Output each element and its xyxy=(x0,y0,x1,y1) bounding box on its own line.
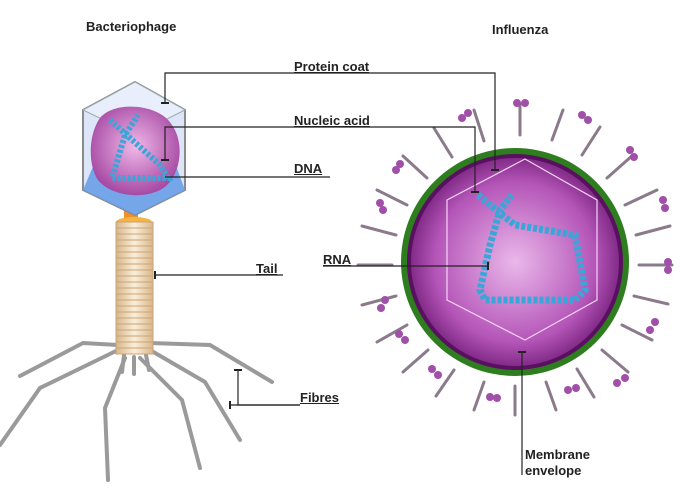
leader-ticks xyxy=(154,102,526,409)
label-dna: DNA xyxy=(294,161,323,176)
influenza-body xyxy=(401,148,629,376)
label-rna: RNA xyxy=(323,252,352,267)
phage-fibres xyxy=(0,340,274,482)
label-membrane-envelope: Membrane envelope xyxy=(525,447,590,479)
influenza-title: Influenza xyxy=(492,22,549,37)
label-tail: Tail xyxy=(256,261,278,276)
label-membrane-line2: envelope xyxy=(525,463,582,478)
label-membrane-line1: Membrane xyxy=(525,447,591,462)
influenza-spikes xyxy=(356,102,674,417)
label-fibres: Fibres xyxy=(300,390,340,405)
influenza-spike-heads xyxy=(376,99,672,402)
leader-lines xyxy=(155,72,523,475)
label-nucleic-acid: Nucleic acid xyxy=(294,113,370,128)
phage-head xyxy=(81,80,187,217)
phage-tail xyxy=(115,210,154,355)
bacteriophage-title: Bacteriophage xyxy=(86,19,177,34)
label-protein-coat: Protein coat xyxy=(294,59,370,74)
